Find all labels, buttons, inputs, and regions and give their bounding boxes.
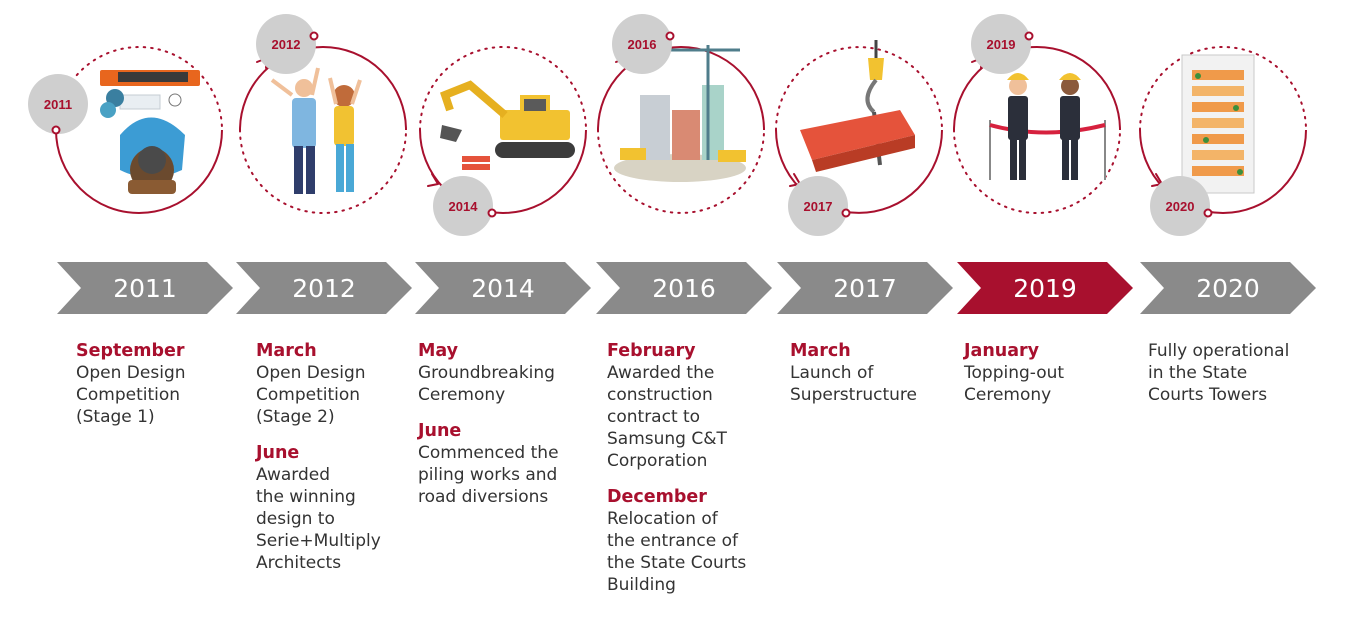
milestone-text: Commenced the	[418, 443, 559, 463]
milestone-text: Topping-out	[964, 363, 1065, 383]
circle-2014-dotted-arc	[419, 46, 587, 131]
milestone-text: the winning	[256, 487, 356, 507]
badge-year-2014: 2014	[449, 199, 479, 214]
milestone-text: in the State	[1148, 363, 1248, 383]
badge-year-2016: 2016	[628, 37, 657, 52]
circle-2017-solid-arc	[775, 129, 943, 214]
badge-year-2012: 2012	[272, 37, 301, 52]
milestone-column-2014: May Groundbreaking Ceremony June Commenc…	[418, 340, 598, 508]
milestone-text: Courts Towers	[1148, 385, 1268, 405]
circle-2011-solid-arc	[55, 129, 223, 214]
circle-2020-dotted-arc	[1139, 46, 1307, 131]
milestone-text: Open Design	[256, 363, 366, 383]
milestone-text: road diversions	[418, 487, 549, 507]
circle-2020-solid-arc	[1139, 129, 1307, 214]
milestone-text: piling works and	[418, 465, 558, 485]
milestone-column-2016: February Awarded the construction contra…	[607, 340, 787, 596]
milestone-text: Corporation	[607, 451, 708, 471]
milestone-month: June	[418, 421, 462, 441]
excavator-icon	[440, 80, 575, 170]
milestone-text: (Stage 2)	[256, 407, 335, 427]
circle-2012-dotted-arc	[239, 129, 407, 214]
milestone-month: February	[607, 341, 696, 361]
milestone-month: September	[76, 341, 185, 361]
milestone-column-2011: September Open Design Competition (Stage…	[76, 340, 256, 428]
steel-beam-icon	[800, 40, 915, 172]
desk-worker-icon	[100, 70, 200, 194]
milestone-column-2017: March Launch of Superstructure	[790, 340, 970, 406]
milestone-text: Serie+Multiply	[256, 531, 381, 551]
milestone-column-2012: March Open Design Competition (Stage 2) …	[256, 340, 436, 574]
circle-2016-solid-arc	[597, 46, 765, 131]
milestone-text: Ceremony	[964, 385, 1052, 405]
celebrating-people-icon	[270, 67, 362, 194]
milestone-text: the entrance of	[607, 531, 738, 551]
circle-2014-solid-arc	[419, 129, 587, 214]
badge-year-2011: 2011	[44, 97, 72, 112]
milestone-text: design to	[256, 509, 335, 529]
year-badges: 2011 2012 2014 2016 2017 2019 2020	[28, 14, 1213, 236]
milestone-text: Groundbreaking	[418, 363, 555, 383]
milestone-text: Relocation of	[607, 509, 718, 529]
milestone-text: Awarded the	[607, 363, 715, 383]
milestone-month: December	[607, 487, 707, 507]
milestone-month: May	[418, 341, 459, 361]
milestone-month: March	[790, 341, 851, 361]
construction-site-icon	[614, 45, 746, 182]
milestone-text: contract to	[607, 407, 701, 427]
milestone-month: June	[256, 443, 300, 463]
milestone-text: Ceremony	[418, 385, 506, 405]
milestone-text: the State Courts	[607, 553, 747, 573]
badge-year-2019: 2019	[987, 37, 1016, 52]
circle-2019-dotted-arc	[953, 129, 1121, 214]
milestone-column-2019: January Topping-out Ceremony	[964, 340, 1144, 406]
milestone-text: Open Design	[76, 363, 186, 383]
milestone-text: Building	[607, 575, 676, 595]
circle-2019-solid-arc	[953, 46, 1121, 131]
milestone-text: Samsung C&T	[607, 429, 727, 449]
milestone-text: Fully operational	[1148, 341, 1290, 361]
tower-building-icon	[1181, 54, 1255, 194]
ribbon-cutting-icon	[989, 73, 1106, 180]
milestone-text: Launch of	[790, 363, 874, 383]
milestone-text: Awarded	[256, 465, 330, 485]
circle-2017-dotted-arc	[775, 46, 943, 131]
badge-year-2017: 2017	[804, 199, 833, 214]
circle-2012-solid-arc	[239, 46, 407, 131]
milestone-text: Competition	[256, 385, 361, 405]
milestone-month: March	[256, 341, 317, 361]
milestone-text: construction	[607, 385, 713, 405]
arrowhead-icon	[427, 173, 439, 187]
circle-2016-dotted-arc	[597, 129, 765, 214]
milestone-text: Superstructure	[790, 385, 917, 405]
milestone-column-2020: Fully operational in the State Courts To…	[1148, 340, 1328, 406]
timeline-illustration: 2011 2012 2014 2016 2017 2019 2020	[28, 14, 1307, 236]
milestone-text: Architects	[256, 553, 342, 573]
milestone-text: Competition	[76, 385, 181, 405]
milestone-text: (Stage 1)	[76, 407, 155, 427]
badge-year-2020: 2020	[1166, 199, 1195, 214]
milestone-month: January	[964, 341, 1040, 361]
